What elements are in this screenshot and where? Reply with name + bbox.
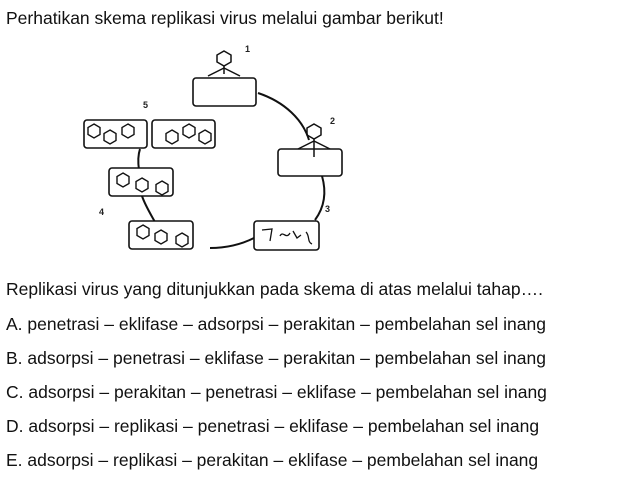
- option-text: penetrasi – eklifase – adsorpsi – peraki…: [27, 314, 546, 334]
- option-text: adsorpsi – replikasi – perakitan – eklif…: [27, 450, 539, 470]
- option-letter: A.: [6, 314, 23, 334]
- stage-2-cell: [277, 123, 343, 177]
- option-letter: E.: [6, 450, 23, 470]
- bacteriophage-icon: [207, 50, 241, 77]
- step-label-5: 5: [143, 100, 148, 110]
- option-letter: C.: [6, 382, 24, 402]
- stage-5-cell-left: [83, 119, 148, 149]
- option-b[interactable]: B. adsorpsi – penetrasi – eklifase – per…: [6, 347, 547, 381]
- option-text: adsorpsi – penetrasi – eklifase – peraki…: [27, 348, 546, 368]
- stage-4b-cell: [108, 167, 174, 197]
- option-text: adsorpsi – perakitan – penetrasi – eklif…: [28, 382, 547, 402]
- option-e[interactable]: E. adsorpsi – replikasi – perakitan – ek…: [6, 449, 547, 483]
- stage-1-cell: [192, 50, 257, 107]
- step-label-3: 3: [325, 204, 330, 214]
- option-letter: D.: [6, 416, 24, 436]
- question-text: Replikasi virus yang ditunjukkan pada sk…: [6, 279, 543, 299]
- bacteriophage-icon: [297, 123, 331, 157]
- stage-5-cell-right: [151, 119, 216, 149]
- intro-text: Perhatikan skema replikasi virus melalui…: [6, 8, 444, 28]
- virion-icons: [165, 123, 212, 145]
- step-label-1: 1: [245, 44, 250, 54]
- option-letter: B.: [6, 348, 23, 368]
- step-label-4: 4: [99, 207, 104, 217]
- virus-replication-diagram: 1 2 3 4 5: [83, 44, 343, 251]
- step-label-2: 2: [330, 116, 335, 126]
- virion-icons: [136, 224, 189, 248]
- option-d[interactable]: D. adsorpsi – replikasi – penetrasi – ek…: [6, 415, 547, 449]
- option-a[interactable]: A. penetrasi – eklifase – adsorpsi – per…: [6, 313, 547, 347]
- answer-options: A. penetrasi – eklifase – adsorpsi – per…: [6, 313, 547, 483]
- virion-icons: [87, 123, 135, 145]
- virion-icons: [116, 172, 169, 196]
- stage-4-cell: [128, 220, 194, 250]
- option-c[interactable]: C. adsorpsi – perakitan – penetrasi – ek…: [6, 381, 547, 415]
- stage-3-cell: [253, 220, 320, 251]
- option-text: adsorpsi – replikasi – penetrasi – eklif…: [28, 416, 540, 436]
- viral-dna-fragments-icon: [261, 228, 313, 245]
